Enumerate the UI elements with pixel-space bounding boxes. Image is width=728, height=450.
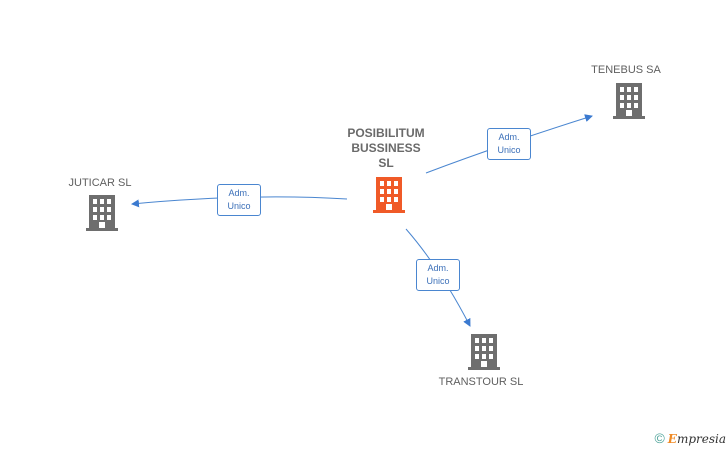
building-icon[interactable] xyxy=(468,334,500,370)
edge-role-line-2: Unico xyxy=(426,276,450,286)
edge-role-line-2: Unico xyxy=(227,201,251,211)
building-icon[interactable] xyxy=(373,177,405,213)
node-label-tenebus[interactable]: TENEBUS SA xyxy=(591,64,661,76)
empresia-watermark: ©Empresia xyxy=(654,430,726,446)
edge-role-line-2: Unico xyxy=(497,145,521,155)
edge-role-line-1: Adm. xyxy=(427,263,449,273)
copyright-symbol: © xyxy=(654,430,665,446)
center-company-name[interactable]: POSIBILITUM BUSSINESS SL xyxy=(326,126,446,171)
edge-label-juticar[interactable]: Adm. Unico xyxy=(217,184,261,216)
edge-role-line-1: Adm. xyxy=(498,132,520,142)
brand-logo: Empresia xyxy=(668,432,726,446)
edge-label-tenebus[interactable]: Adm. Unico xyxy=(487,128,531,160)
center-name-line-1: POSIBILITUM xyxy=(347,126,425,140)
edge-label-transtour[interactable]: Adm. Unico xyxy=(416,259,460,291)
brand-initial: E xyxy=(667,432,677,446)
edge-role-line-1: Adm. xyxy=(228,188,250,198)
center-name-line-3: SL xyxy=(378,156,394,170)
center-name-line-2: BUSSINESS xyxy=(351,141,421,155)
building-icon[interactable] xyxy=(86,195,118,231)
building-icon[interactable] xyxy=(613,83,645,119)
brand-text: mpresia xyxy=(676,432,726,446)
node-label-transtour[interactable]: TRANSTOUR SL xyxy=(438,376,524,388)
node-label-juticar[interactable]: JUTICAR SL xyxy=(68,177,132,189)
